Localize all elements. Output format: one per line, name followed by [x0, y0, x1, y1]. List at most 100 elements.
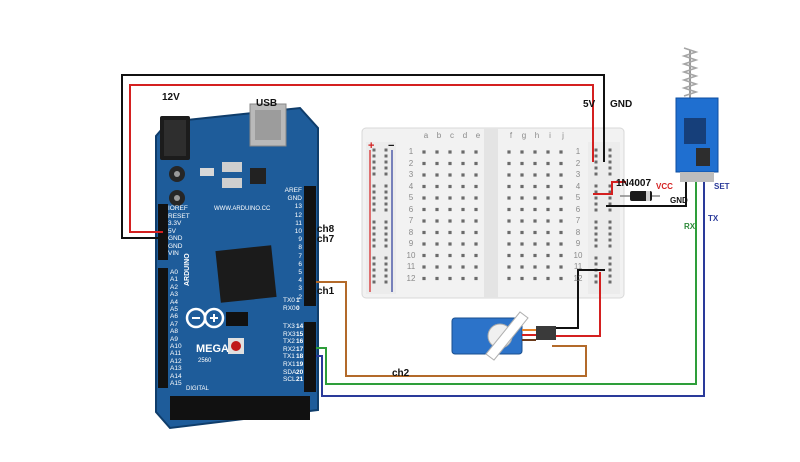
- breadboard-hole: [474, 242, 478, 246]
- breadboard-hole: [559, 161, 563, 166]
- analog-pin-label: A3: [170, 291, 178, 299]
- breadboard-hole: [435, 184, 439, 189]
- rail-hole: [608, 172, 612, 176]
- bb-row-number-left: 7: [408, 216, 414, 225]
- breadboard-hole: [448, 253, 452, 258]
- breadboard-hole: [461, 265, 465, 269]
- rail-hole: [608, 202, 612, 206]
- wire-brown-ch1: [316, 281, 587, 377]
- breadboard-hole: [422, 265, 426, 269]
- analog-pin-label: A10: [170, 343, 182, 350]
- breadboard-hole: [461, 242, 465, 246]
- label-vcc: VCC: [656, 182, 673, 191]
- rail-hole: [594, 166, 598, 170]
- pwm-pin-label: 11: [295, 219, 302, 227]
- right-power-rail: [588, 142, 620, 294]
- breadboard-hole: [533, 196, 537, 200]
- bb-col-i: i: [549, 131, 551, 140]
- breadboard-hole: [533, 242, 537, 246]
- comm-pin-number: 1: [296, 297, 300, 304]
- pwm-pin-label: 10: [294, 228, 302, 235]
- breadboard-hole: [520, 219, 524, 223]
- breadboard-hole: [422, 184, 426, 189]
- wire-black-gnd-radio: [606, 182, 687, 207]
- bb-row-number-left: 12: [406, 273, 416, 283]
- rail-hole: [384, 280, 388, 284]
- breadboard-hole: [520, 242, 524, 246]
- breadboard-hole: [448, 184, 452, 189]
- breadboard-hole: [435, 173, 439, 177]
- rail-hole: [608, 226, 612, 230]
- bb-row-number-right: 5: [575, 193, 581, 202]
- breadboard-hole: [474, 219, 478, 223]
- power-pin-label: RESET: [168, 212, 190, 220]
- rail-hole: [594, 172, 598, 176]
- icsp-header: [226, 312, 248, 326]
- breadboard-hole: [507, 161, 511, 166]
- radio-module: [675, 47, 719, 182]
- bb-row-number-left: 1: [408, 147, 414, 156]
- breadboard-hole: [507, 276, 511, 281]
- breadboard-hole: [546, 161, 550, 166]
- breadboard-hole: [533, 265, 537, 269]
- breadboard-hole: [520, 207, 524, 212]
- power-pin-label: 3.3V: [168, 220, 182, 227]
- breadboard-hole: [474, 196, 478, 200]
- wire-red-5v: [129, 84, 594, 233]
- rail-plus-label: +: [368, 140, 375, 152]
- rail-hole: [384, 202, 388, 206]
- board-model-text: MEGA: [196, 343, 229, 355]
- rail-hole: [608, 238, 612, 242]
- rail-hole: [594, 244, 598, 248]
- pwm-pin-label: 7: [298, 252, 302, 260]
- comm-pin-number: 16: [296, 338, 304, 346]
- breadboard-hole: [422, 207, 426, 212]
- rail-hole: [384, 148, 388, 152]
- breadboard-hole: [546, 265, 550, 269]
- rail-hole: [372, 280, 376, 284]
- power-pin-label: 5V: [168, 227, 176, 235]
- rail-hole: [594, 262, 598, 266]
- analog-pin-label: A6: [170, 313, 178, 321]
- rail-hole: [384, 220, 388, 224]
- rail-hole: [594, 232, 598, 236]
- rail-hole: [372, 196, 376, 200]
- bb-row-number-left: 2: [408, 158, 414, 168]
- bb-col-a: a: [423, 131, 429, 140]
- rail-hole: [384, 226, 388, 230]
- breadboard-hole: [559, 242, 563, 246]
- comm-pin-name: TX3: [283, 323, 295, 330]
- bb-row-number-left: 4: [408, 181, 414, 191]
- rail-minus-label: −: [388, 140, 395, 152]
- pwm-header: [304, 186, 316, 306]
- breadboard-hole: [435, 207, 439, 212]
- rail-hole: [372, 244, 376, 248]
- bb-row-number-right: 1: [575, 147, 581, 156]
- rail-hole: [372, 160, 376, 164]
- breadboard-hole: [461, 184, 465, 189]
- bb-row-number-right: 2: [575, 158, 581, 168]
- rail-hole: [384, 238, 388, 242]
- bb-row-number-left: 5: [408, 193, 414, 202]
- analog-pin-label: A1: [170, 276, 178, 284]
- rail-hole: [608, 148, 612, 152]
- breadboard-hole: [507, 265, 511, 269]
- rail-hole: [372, 148, 376, 152]
- rail-hole: [372, 262, 376, 266]
- breadboard-holes: [372, 148, 612, 284]
- breadboard-hole: [546, 276, 550, 281]
- comm-pin-number: 18: [296, 353, 304, 361]
- diode-1n4007: [620, 191, 660, 201]
- rail-hole: [372, 232, 376, 236]
- rail-hole: [384, 166, 388, 170]
- breadboard-hole: [422, 253, 426, 258]
- rail-hole: [384, 208, 388, 212]
- pwm-pin-label: 3: [298, 285, 302, 293]
- breadboard-hole: [461, 173, 465, 177]
- breadboard-hole: [448, 173, 452, 177]
- pwm-pin-label: AREF: [284, 187, 302, 194]
- breadboard-hole: [448, 242, 452, 246]
- comm-pin-name: RX2: [283, 345, 296, 353]
- breadboard-hole: [507, 196, 511, 200]
